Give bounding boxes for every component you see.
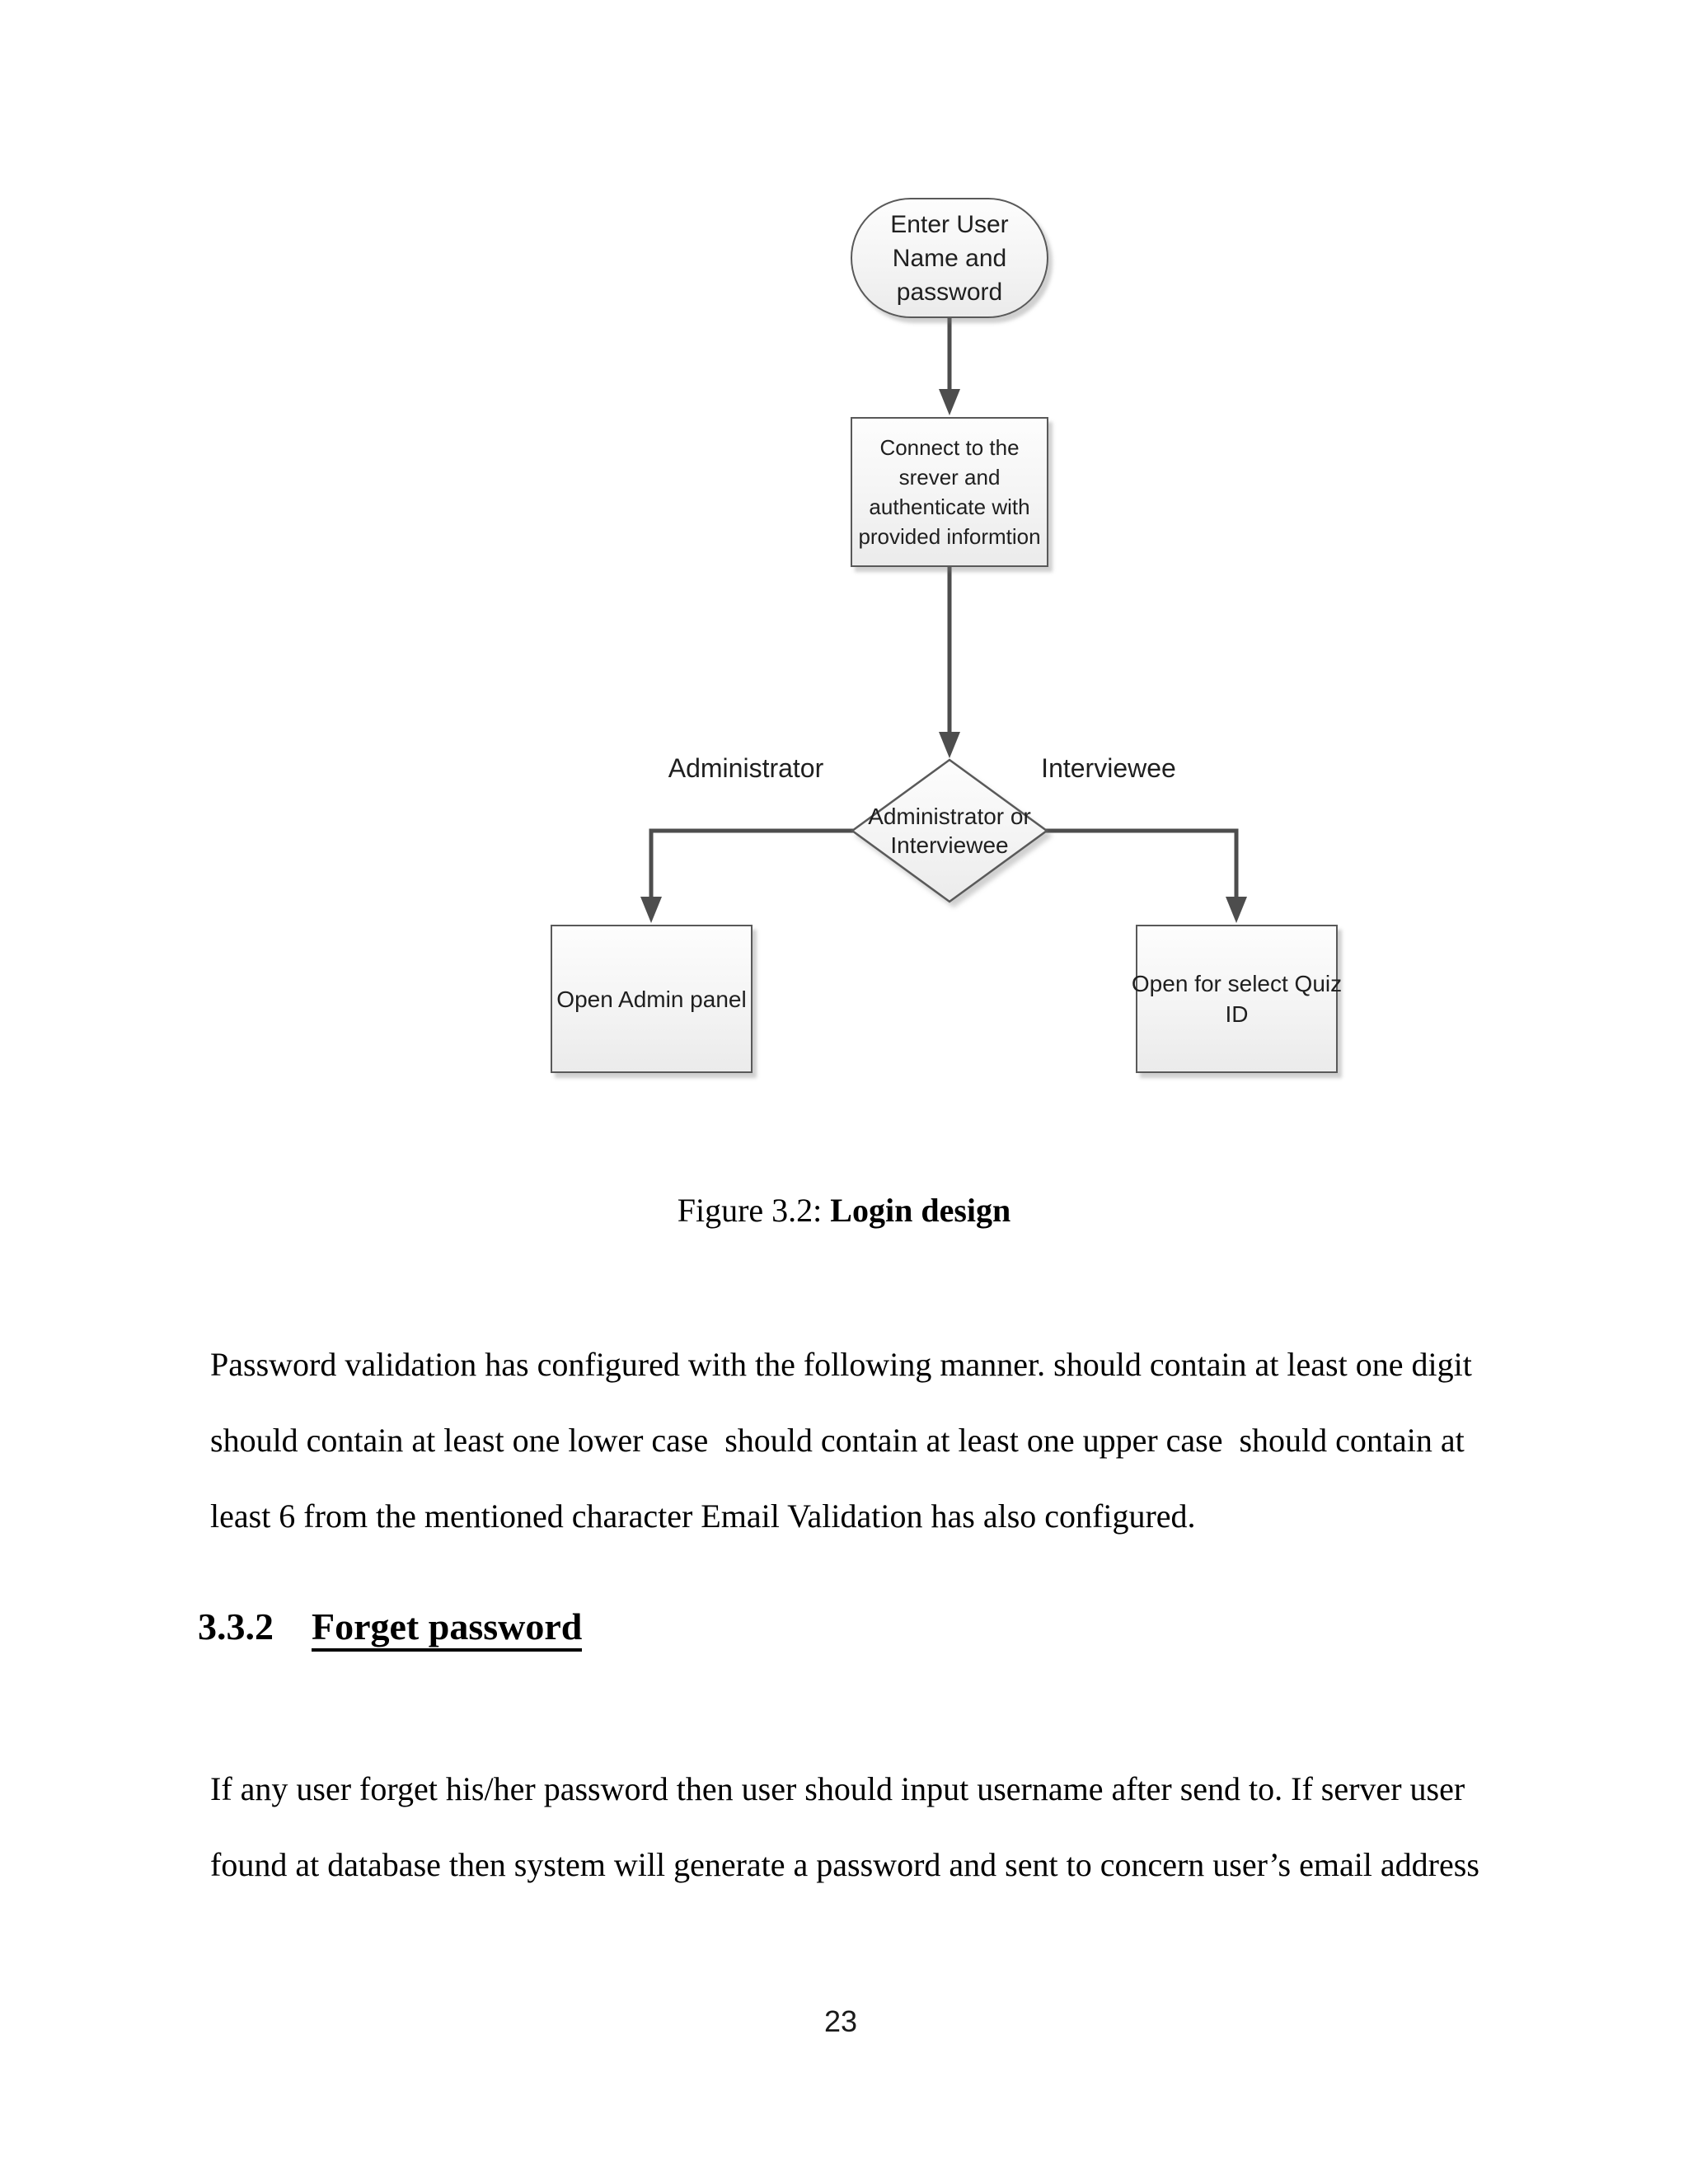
- section-heading-forget-password: 3.3.2 Forget password: [198, 1602, 583, 1652]
- flow-node-open-admin-panel: Open Admin panel: [551, 925, 753, 1073]
- flow-node-open-quiz-id: Open for select Quiz ID: [1132, 925, 1342, 1073]
- login-design-flowchart: Enter User Name and password Connect to …: [551, 198, 1342, 1073]
- paragraph-line: found at database then system will gener…: [210, 1846, 1479, 1883]
- flow-node-connect-server-text: Connect to the: [879, 435, 1020, 460]
- branch-label-administrator: Administrator: [668, 753, 824, 783]
- paragraph-line: least 6 from the mentioned character Ema…: [210, 1497, 1196, 1535]
- flow-node-open-quiz-id-text: ID: [1225, 1001, 1249, 1027]
- paragraph-line: should contain at least one lower case s…: [210, 1422, 1465, 1459]
- figure-caption-prefix: Figure 3.2:: [677, 1192, 831, 1229]
- page-number: 23: [823, 2004, 858, 2038]
- flow-node-connect-server: Connect to the srever and authenticate w…: [851, 417, 1048, 567]
- section-number: 3.3.2: [198, 1605, 274, 1647]
- arrowhead-start-to-process: [939, 389, 960, 415]
- paragraph-line: Password validation has configured with …: [210, 1346, 1472, 1383]
- flowchart-connectors: [640, 318, 1247, 923]
- flow-node-open-admin-panel-text: Open Admin panel: [556, 986, 747, 1012]
- flow-node-start-text: Name and: [892, 244, 1007, 272]
- decision-line: Administrator or: [868, 804, 1031, 829]
- flow-node-connect-server-text: authenticate with: [869, 494, 1030, 519]
- decision-diamond-shape: [850, 758, 1049, 903]
- paragraph-forget-password: If any user forget his/her password then…: [210, 1751, 1479, 1903]
- paragraph-line: If any user forget his/her password then…: [210, 1770, 1465, 1807]
- flow-node-start-text: password: [896, 278, 1003, 306]
- arrowhead-decision-to-quiz: [1226, 897, 1247, 923]
- flow-node-connect-server-text: provided informtion: [858, 524, 1041, 549]
- section-title: Forget password: [312, 1605, 583, 1652]
- arrowhead-process-to-decision: [939, 732, 960, 758]
- arrowhead-decision-to-admin: [640, 897, 662, 923]
- decision-line: Interviewee: [890, 832, 1009, 858]
- flow-node-decision-text: Administrator or Interviewee: [851, 802, 1048, 860]
- connector-decision-to-admin: [649, 828, 854, 900]
- flow-node-start: Enter User Name and password: [851, 198, 1048, 318]
- figure-caption-title: Login design: [830, 1192, 1011, 1229]
- paragraph-password-validation: Password validation has configured with …: [210, 1327, 1472, 1554]
- flow-node-open-quiz-id-text: Open for select Quiz: [1131, 971, 1343, 996]
- flow-node-connect-server-text: srever and: [898, 465, 1001, 490]
- flow-node-start-text: Enter User: [890, 210, 1009, 238]
- branch-label-interviewee: Interviewee: [1041, 753, 1176, 783]
- connector-decision-to-quiz: [1045, 828, 1239, 900]
- figure-caption: Figure 3.2: Login design: [0, 1190, 1688, 1231]
